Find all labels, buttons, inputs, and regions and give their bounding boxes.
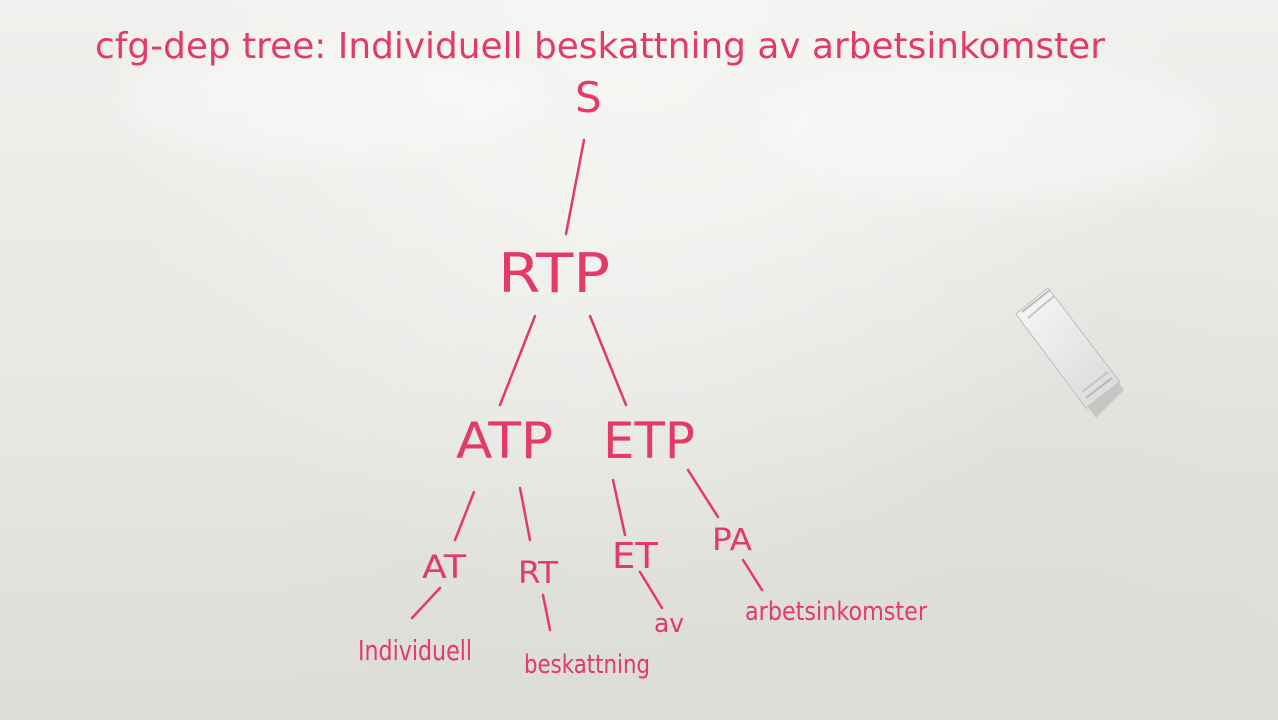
edge-etp-et [611, 478, 627, 537]
tree-edges [410, 138, 764, 632]
leaf-individuell: Individuell [358, 634, 472, 667]
node-rt: RT [518, 556, 559, 591]
edge-at-leaf [410, 586, 442, 620]
edge-etp-pa [686, 468, 720, 519]
node-et: ET [612, 536, 659, 577]
leaf-arbetsinkomster: arbetsinkomster [745, 597, 927, 627]
leaf-beskattning: beskattning [524, 650, 650, 680]
edge-pa-leaf [741, 558, 764, 592]
node-etp: ETP [603, 412, 695, 470]
whiteboard-eraser-icon [1012, 286, 1124, 418]
edge-rtp-atp [498, 314, 537, 407]
leaf-av: av [654, 609, 684, 639]
node-at: AT [422, 548, 467, 586]
edge-atp-at [453, 490, 476, 542]
node-rtp: RTP [498, 242, 610, 305]
edge-rtp-etp [588, 314, 628, 407]
node-atp: ATP [456, 412, 553, 470]
edge-et-leaf [638, 570, 664, 610]
edge-rt-leaf [541, 593, 552, 632]
board-title: cfg-dep tree: Individuell beskattning av… [95, 26, 1105, 67]
edge-atp-rt [518, 486, 532, 542]
node-pa: PA [712, 523, 753, 558]
node-s: S [575, 73, 602, 122]
edge-s-rtp [564, 138, 586, 236]
